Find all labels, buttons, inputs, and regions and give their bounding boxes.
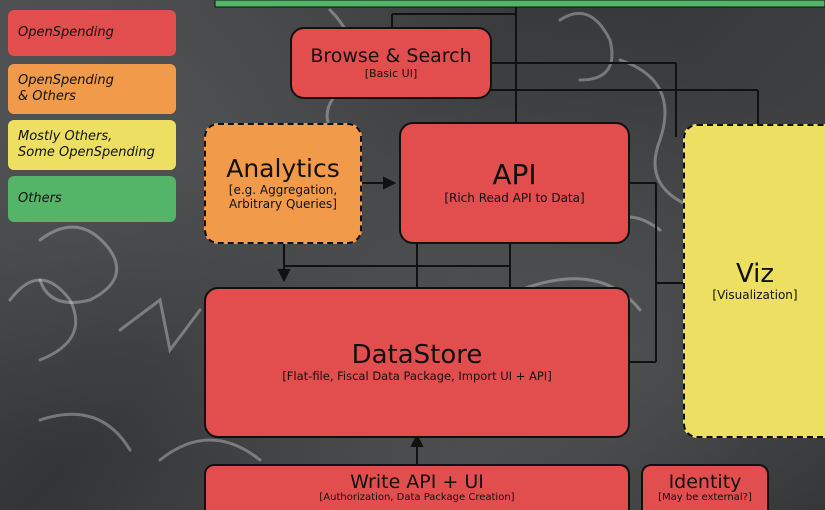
node-subtitle: [Flat-file, Fiscal Data Package, Import … xyxy=(282,368,552,383)
node-subtitle: [Rich Read API to Data] xyxy=(444,191,585,206)
legend-openspending-others: OpenSpending & Others xyxy=(8,64,176,114)
node-subtitle: [Visualization] xyxy=(712,288,798,303)
browse-search-node: Browse & Search [Basic UI] xyxy=(290,27,492,99)
node-subtitle: [May be external?] xyxy=(658,492,752,504)
node-title: Browse & Search xyxy=(310,44,472,67)
legend-label: Mostly Others, Some OpenSpending xyxy=(18,128,155,160)
node-title: Analytics xyxy=(226,154,340,184)
viz-node: Viz [Visualization] xyxy=(683,124,825,438)
analytics-node: Analytics [e.g. Aggregation, Arbitrary Q… xyxy=(204,123,362,244)
legend-others: Others xyxy=(8,176,176,222)
legend-label: Others xyxy=(18,190,62,206)
node-title: DataStore xyxy=(351,340,483,371)
api-node: API [Rich Read API to Data] xyxy=(399,122,630,244)
identity-node: Identity [May be external?] xyxy=(641,464,769,510)
node-title: Viz xyxy=(735,258,775,289)
write-api-node: Write API + UI [Authorization, Data Pack… xyxy=(204,464,630,510)
node-subtitle: [Basic UI] xyxy=(364,66,418,80)
node-title: Identity xyxy=(668,470,742,493)
node-subtitle: [e.g. Aggregation, Arbitrary Queries] xyxy=(228,182,338,212)
node-title: Write API + UI xyxy=(350,470,484,493)
legend-label: OpenSpending xyxy=(18,24,114,40)
datastore-node: DataStore [Flat-file, Fiscal Data Packag… xyxy=(204,287,630,438)
node-title: API xyxy=(492,158,537,192)
legend-openspending: OpenSpending xyxy=(8,10,176,56)
others-green-bar xyxy=(214,0,825,8)
node-subtitle: [Authorization, Data Package Creation] xyxy=(319,492,515,504)
legend-mostly-others: Mostly Others, Some OpenSpending xyxy=(8,120,176,170)
legend-label: OpenSpending & Others xyxy=(18,72,114,104)
